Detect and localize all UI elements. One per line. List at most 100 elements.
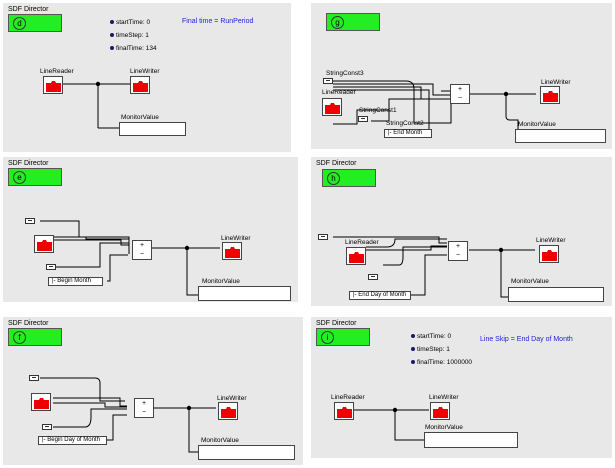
line-writer-label: LineWriter xyxy=(541,79,571,86)
minus-sign: − xyxy=(141,409,147,416)
line-reader-label: LineReader xyxy=(331,394,365,401)
folder-icon xyxy=(133,81,148,92)
monitor-value-display[interactable] xyxy=(119,122,186,136)
string-const-a[interactable] xyxy=(318,234,328,240)
panel-f: SDF Director f |- Begin Day of Month + −… xyxy=(3,317,303,465)
param-final-time[interactable]: finalTime: 1000000 xyxy=(411,359,472,366)
param-start-time[interactable]: startTime: 0 xyxy=(110,19,150,26)
sdf-director[interactable]: i xyxy=(316,328,370,346)
director-label: SDF Director xyxy=(316,320,357,327)
plus-sign: + xyxy=(139,242,145,249)
string-const-a[interactable] xyxy=(25,218,35,224)
line-reader-actor[interactable] xyxy=(334,402,354,420)
string-const-value[interactable]: |- End Day of Month xyxy=(349,291,411,300)
sdf-director[interactable]: e xyxy=(8,168,62,186)
monitor-value-label: MonitorValue xyxy=(518,121,556,128)
panel-letter: d xyxy=(13,17,26,30)
folder-icon xyxy=(543,91,558,102)
monitor-value-label: MonitorValue xyxy=(201,437,239,444)
director-label: SDF Director xyxy=(8,320,49,327)
folder-icon xyxy=(542,250,557,261)
string-const3-label: StringConst3 xyxy=(326,70,364,77)
folder-icon xyxy=(46,81,61,92)
line-writer-actor[interactable] xyxy=(130,76,150,94)
line-reader-label: LineReader xyxy=(322,89,356,96)
add-subtract-actor[interactable]: + − xyxy=(450,84,470,104)
line-writer-actor[interactable] xyxy=(539,245,559,263)
monitor-value-display[interactable] xyxy=(198,286,291,301)
panel-letter: g xyxy=(331,16,344,29)
folder-icon xyxy=(225,247,240,258)
string-const-value[interactable]: |- Begin Day of Month xyxy=(38,436,107,445)
add-subtract-actor[interactable]: + − xyxy=(132,240,152,260)
folder-icon xyxy=(433,407,448,418)
line-reader-actor[interactable] xyxy=(322,98,342,116)
monitor-value-label: MonitorValue xyxy=(425,424,463,431)
string-const2-value[interactable]: |- End Month xyxy=(384,129,432,138)
director-label: SDF Director xyxy=(316,160,357,167)
folder-icon xyxy=(37,240,52,251)
panel-letter: e xyxy=(13,171,26,184)
panel-e: SDF Director e |- Begin Month + − LineWr… xyxy=(3,157,298,302)
annotation: Line Skip = End Day of Month xyxy=(480,336,573,343)
monitor-value-label: MonitorValue xyxy=(202,278,240,285)
line-writer-label: LineWriter xyxy=(130,68,160,75)
line-reader-actor[interactable] xyxy=(346,247,366,265)
panel-i: SDF Director i startTime: 0 timeStep: 1 … xyxy=(311,317,612,458)
string-const2-label: StringConst2 xyxy=(386,120,424,127)
line-reader-actor[interactable] xyxy=(43,76,63,94)
string-const1[interactable] xyxy=(358,116,368,122)
string-const3[interactable] xyxy=(323,78,333,84)
param-time-step[interactable]: timeStep: 1 xyxy=(110,32,149,39)
add-subtract-actor[interactable]: + − xyxy=(448,241,468,261)
string-const-b[interactable] xyxy=(46,264,56,270)
string-const1-label: StringConst1 xyxy=(359,107,397,114)
param-start-time[interactable]: startTime: 0 xyxy=(411,333,451,340)
panel-letter: h xyxy=(327,172,340,185)
panel-letter: i xyxy=(321,331,334,344)
line-writer-label: LineWriter xyxy=(536,237,566,244)
panel-g: g StringConst3 LineReader StringConst1 S… xyxy=(311,3,612,149)
monitor-value-display[interactable] xyxy=(508,287,604,302)
director-label: SDF Director xyxy=(8,160,49,167)
line-reader-actor[interactable] xyxy=(34,235,54,253)
plus-sign: + xyxy=(457,86,463,93)
line-writer-actor[interactable] xyxy=(218,402,238,420)
line-reader-label: LineReader xyxy=(345,239,379,246)
line-writer-actor[interactable] xyxy=(222,242,242,260)
monitor-value-display[interactable] xyxy=(198,445,295,460)
folder-icon xyxy=(337,407,352,418)
minus-sign: − xyxy=(455,252,461,259)
folder-icon xyxy=(349,252,364,263)
plus-sign: + xyxy=(455,243,461,250)
string-const-b[interactable] xyxy=(368,274,378,280)
folder-icon xyxy=(325,103,340,114)
folder-icon xyxy=(34,398,49,409)
sdf-director[interactable]: f xyxy=(8,328,62,346)
annotation: Final time = RunPeriod xyxy=(182,18,254,25)
monitor-value-label: MonitorValue xyxy=(121,114,159,121)
string-const-value[interactable]: |- Begin Month xyxy=(48,277,103,286)
monitor-value-display[interactable] xyxy=(515,129,606,143)
string-const-a[interactable] xyxy=(29,375,39,381)
line-writer-label: LineWriter xyxy=(429,394,459,401)
monitor-value-label: MonitorValue xyxy=(511,278,549,285)
param-final-time[interactable]: finalTime: 134 xyxy=(110,45,157,52)
line-writer-label: LineWriter xyxy=(217,395,247,402)
sdf-director[interactable]: h xyxy=(322,169,376,187)
line-reader-actor[interactable] xyxy=(31,393,51,411)
sdf-director[interactable]: d xyxy=(8,14,62,32)
minus-sign: − xyxy=(139,251,145,258)
line-writer-actor[interactable] xyxy=(540,86,560,104)
folder-icon xyxy=(221,407,236,418)
panel-letter: f xyxy=(13,331,26,344)
sdf-director[interactable]: g xyxy=(326,13,380,31)
minus-sign: − xyxy=(457,95,463,102)
line-writer-actor[interactable] xyxy=(430,402,450,420)
param-time-step[interactable]: timeStep: 1 xyxy=(411,346,450,353)
monitor-value-display[interactable] xyxy=(424,432,518,448)
string-const-b[interactable] xyxy=(42,424,52,430)
line-writer-label: LineWriter xyxy=(221,235,251,242)
director-label: SDF Director xyxy=(8,6,49,13)
add-subtract-actor[interactable]: + − xyxy=(134,398,154,418)
